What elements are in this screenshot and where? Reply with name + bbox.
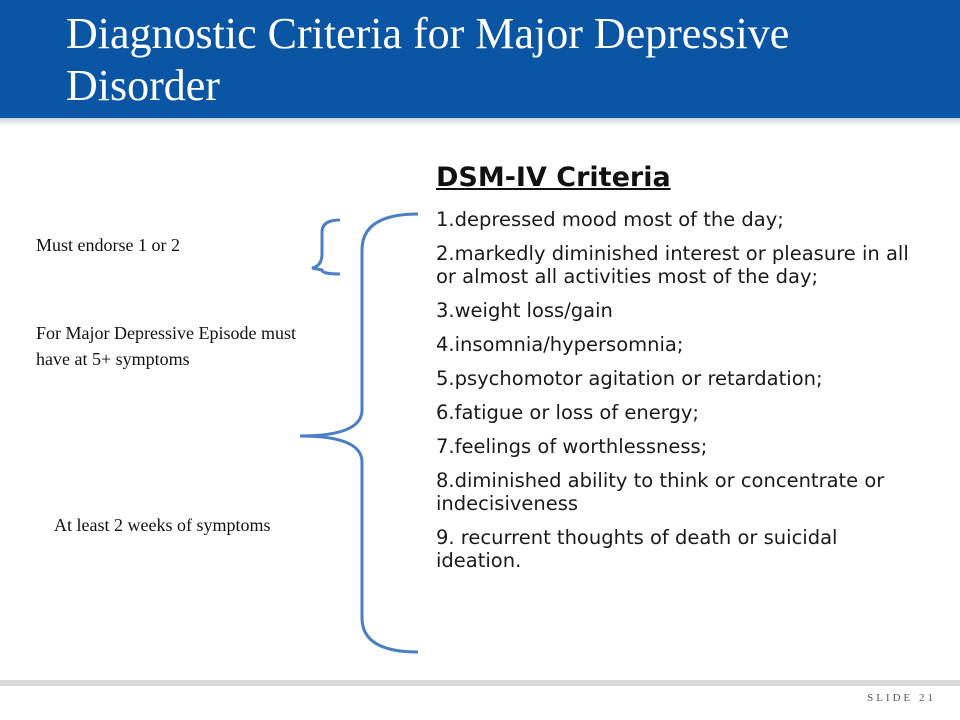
note-must-endorse: Must endorse 1 or 2 xyxy=(36,235,180,255)
criteria-list: 1.depressed mood most of the day; 2.mark… xyxy=(436,208,916,572)
small-brace xyxy=(311,218,341,276)
criteria-item: 3.weight loss/gain xyxy=(436,299,613,322)
criteria-section: DSM-IV Criteria 1.depressed mood most of… xyxy=(436,160,916,583)
criteria-item: 7.feelings of worthlessness; xyxy=(436,435,708,458)
slide-title: Diagnostic Criteria for Major Depressive… xyxy=(66,9,790,110)
large-brace xyxy=(299,212,419,654)
criteria-heading: DSM-IV Criteria xyxy=(436,162,671,193)
title-banner-shadow xyxy=(0,118,960,126)
note-duration: At least 2 weeks of symptoms xyxy=(54,515,271,535)
criteria-item: 5.psychomotor agitation or retardation; xyxy=(436,367,823,390)
criteria-item: 8.diminished ability to think or concent… xyxy=(436,469,885,515)
criteria-item: 4.insomnia/hypersomnia; xyxy=(436,333,684,356)
title-banner xyxy=(0,0,960,118)
criteria-item: 6.fatigue or loss of energy; xyxy=(436,401,699,424)
criteria-item: 9. recurrent thoughts of death or suicid… xyxy=(436,526,838,572)
criteria-item: 1.depressed mood most of the day; xyxy=(436,208,784,231)
footer-bar xyxy=(0,680,960,686)
slide-number: SLIDE 21 xyxy=(867,692,936,704)
note-episode-symptoms: For Major Depressive Episode must have a… xyxy=(36,323,296,369)
criteria-item: 2.markedly diminished interest or pleasu… xyxy=(436,242,909,288)
